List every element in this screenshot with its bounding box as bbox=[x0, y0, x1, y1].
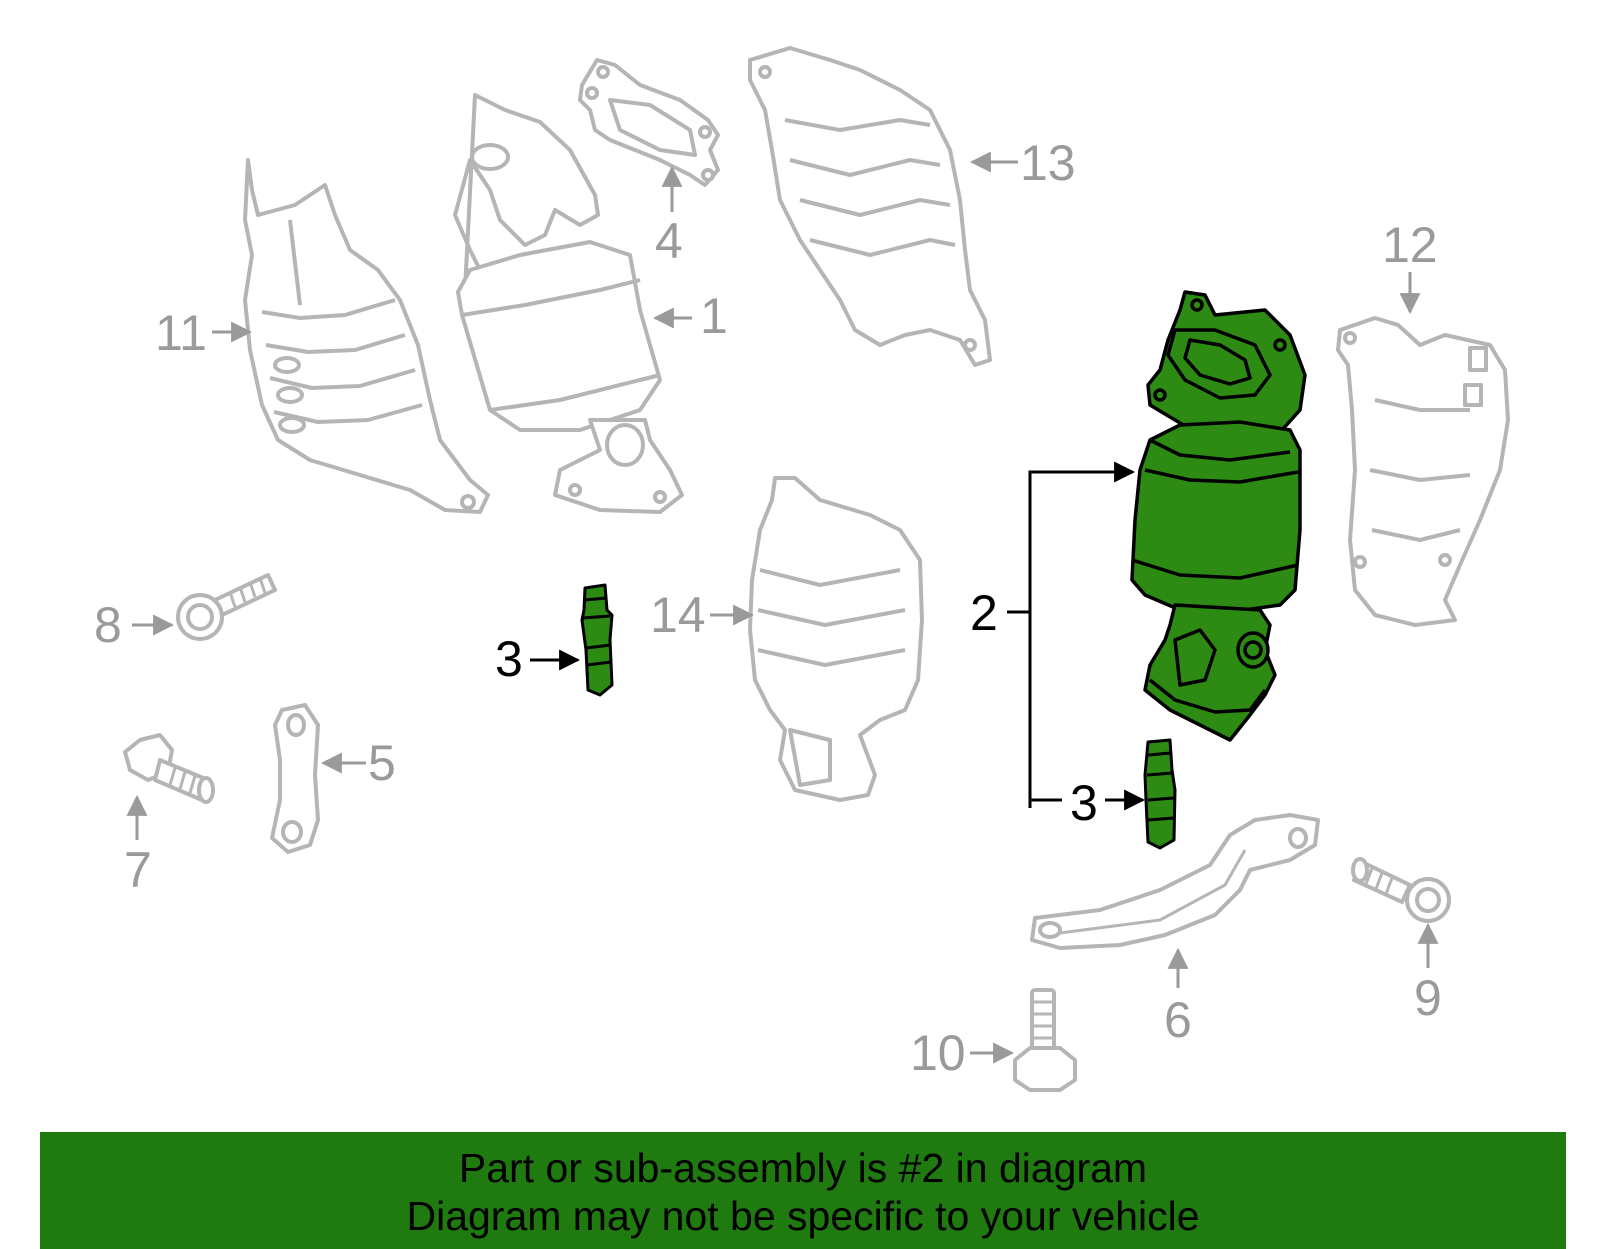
callout-1: 1 bbox=[700, 288, 728, 344]
part-13-heat-shield bbox=[748, 46, 992, 367]
leader-lines bbox=[126, 151, 1439, 1064]
leader-lines-highlight bbox=[530, 461, 1146, 811]
callout-9: 9 bbox=[1414, 970, 1442, 1026]
callout-3-right: 3 bbox=[1070, 775, 1098, 831]
part-2-converter-assembly bbox=[1130, 290, 1307, 742]
callout-4: 4 bbox=[655, 213, 683, 269]
part-3-sensor-right bbox=[1143, 738, 1177, 850]
part-14-heat-shield bbox=[748, 476, 924, 802]
part-6-bracket bbox=[1030, 813, 1320, 950]
part-11-heat-shield bbox=[243, 158, 490, 514]
callout-5: 5 bbox=[368, 735, 396, 791]
callout-12: 12 bbox=[1382, 217, 1438, 273]
callout-11: 11 bbox=[155, 305, 207, 361]
callout-7: 7 bbox=[124, 842, 152, 898]
callout-2: 2 bbox=[970, 585, 998, 641]
part-7-bolt bbox=[123, 733, 215, 804]
callout-3-left: 3 bbox=[495, 631, 523, 687]
part-5-bracket bbox=[270, 703, 320, 854]
callout-6: 6 bbox=[1164, 992, 1192, 1048]
info-banner: Part or sub-assembly is #2 in diagram Di… bbox=[40, 1132, 1566, 1249]
part-8-bolt bbox=[176, 573, 277, 641]
part-4-gasket bbox=[578, 58, 720, 187]
part-3-sensor-left bbox=[580, 583, 614, 697]
part-12-heat-shield bbox=[1336, 316, 1510, 627]
banner-line-1: Part or sub-assembly is #2 in diagram bbox=[458, 1145, 1148, 1191]
part-9-bolt bbox=[1351, 857, 1451, 923]
callout-8: 8 bbox=[94, 597, 122, 653]
part-1-converter bbox=[453, 93, 684, 514]
callout-13: 13 bbox=[1020, 135, 1076, 191]
callout-10: 10 bbox=[910, 1025, 966, 1081]
banner-line-2: Diagram may not be specific to your vehi… bbox=[406, 1193, 1200, 1239]
part-10-bolt bbox=[1013, 988, 1077, 1092]
callout-14: 14 bbox=[650, 587, 706, 643]
